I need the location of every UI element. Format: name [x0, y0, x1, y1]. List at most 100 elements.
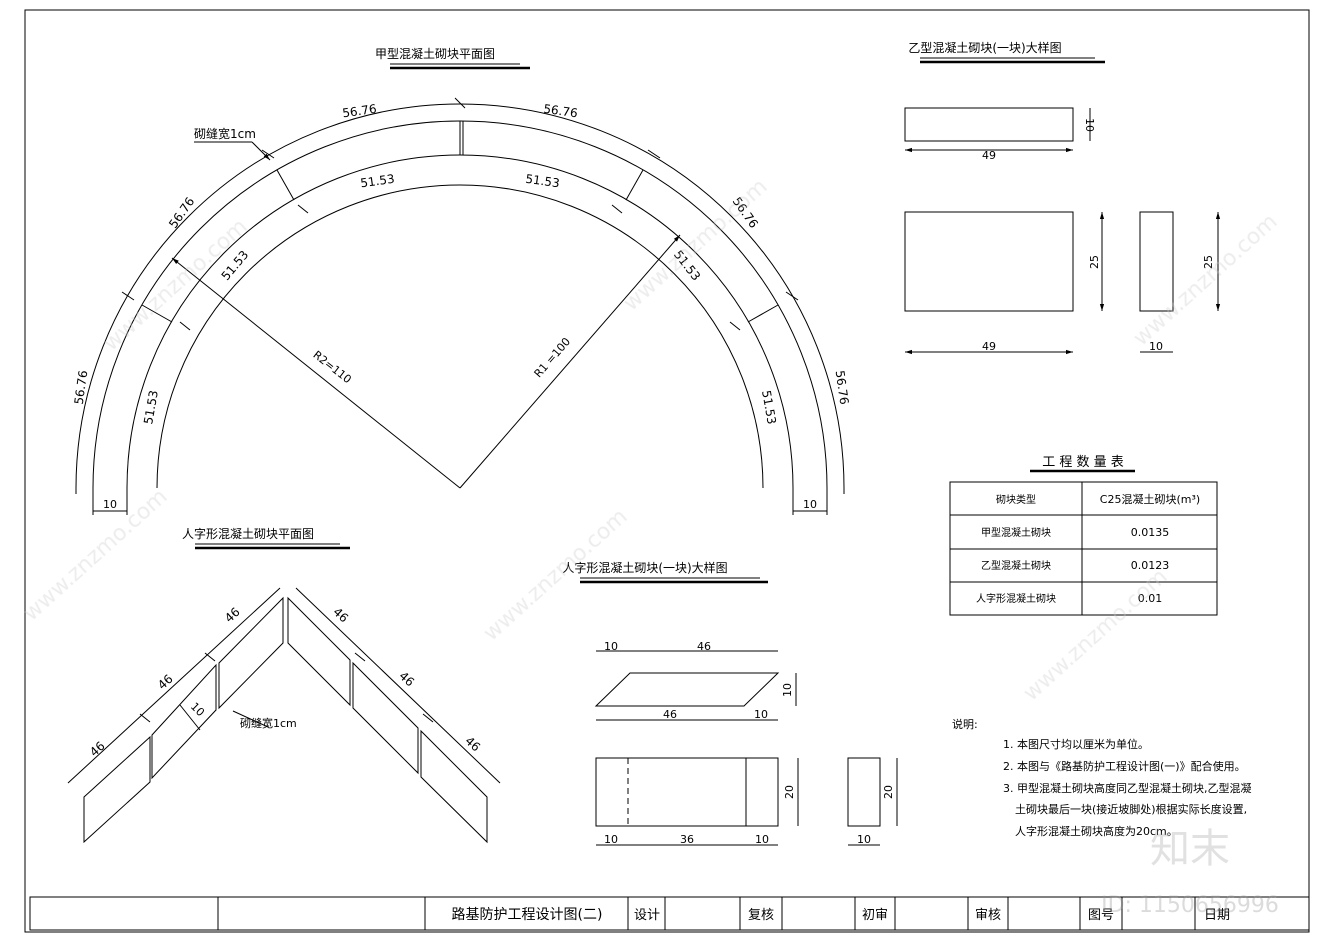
- arch-outer-label: 56.76: [833, 369, 852, 405]
- title-block-design: 设计: [634, 908, 660, 923]
- block-c-title: 人字形混凝土砌块(一块)大样图: [562, 560, 727, 575]
- block-b-detail: 乙型混凝土砌块(一块)大样图 49 10 49 25 25 10: [904, 40, 1221, 355]
- arch-joint: [625, 169, 644, 201]
- arch-dim-inner: [156, 184, 764, 489]
- arch-tick: [297, 204, 309, 214]
- title-block-drawing-no: 图号: [1088, 908, 1114, 923]
- watermark-id: ID: 1150656996: [1101, 893, 1279, 918]
- notes-line: 人字形混凝土砌块高度为20cm。: [1015, 824, 1178, 838]
- block-b-top-h: 10: [1083, 118, 1096, 132]
- title-block: 路基防护工程设计图(二) 设计 复核 初审 审核 图号 日期: [29, 896, 1310, 931]
- arch-inner-edge: [126, 154, 794, 489]
- title-block-date: 日期: [1204, 908, 1230, 923]
- chevron-seg-label: 46: [330, 605, 351, 626]
- block-b-title: 乙型混凝土砌块(一块)大样图: [908, 40, 1061, 55]
- chevron-plan: 人字形混凝土砌块平面图 46 46 46 46 46 46 10 砌缝宽1cm: [67, 526, 501, 844]
- arch-tick: [611, 204, 623, 214]
- chevron-tick: [204, 652, 216, 662]
- chevron-width-dim: [179, 704, 201, 731]
- quantity-table-cell-vol: 0.0123: [1131, 559, 1170, 572]
- title-block-initial-check: 初审: [862, 908, 888, 923]
- arch-joint: [276, 169, 295, 201]
- quantity-table-title: 工 程 数 量 表: [1042, 455, 1124, 470]
- quantity-table-cell-vol: 0.01: [1138, 592, 1163, 605]
- block-c-side-view: [847, 757, 881, 827]
- chevron-right-block: [352, 661, 419, 775]
- arch-tick: [454, 97, 466, 109]
- arch-inner-label: 51.53: [759, 389, 779, 425]
- block-b-side-w: 10: [1149, 340, 1163, 353]
- chevron-left-block: [151, 663, 217, 780]
- arch-dim-outer: [75, 103, 845, 489]
- block-b-front-h: 25: [1088, 255, 1101, 269]
- block-c-bottom-right: 10: [754, 708, 768, 721]
- watermark-brand: 知末: [1150, 826, 1230, 872]
- chevron-tick: [354, 652, 366, 662]
- block-c-top-right: 46: [697, 640, 711, 653]
- arch-tick: [785, 291, 799, 301]
- arch-joint-note: 砌缝宽1cm: [194, 126, 256, 141]
- arch-tick: [121, 291, 135, 301]
- watermark-site: www.znzmo.com: [19, 484, 173, 626]
- quantity-table-header-type: 砌块类型: [996, 493, 1036, 506]
- watermark-site: www.znzmo.com: [479, 504, 633, 646]
- block-c-bottom-mid: 46: [663, 708, 677, 721]
- watermark-site: www.znzmo.com: [1129, 209, 1283, 351]
- title-block-review: 复核: [748, 908, 774, 923]
- arch-inner-label: 51.53: [359, 172, 395, 191]
- block-c-side-w: 10: [857, 833, 871, 846]
- quantity-table-cell-type: 乙型混凝土砌块: [981, 559, 1051, 572]
- chevron-tick: [422, 713, 434, 723]
- notes-line: 1. 本图尺寸均以厘米为单位。: [1003, 737, 1149, 751]
- chevron-tick: [139, 713, 151, 723]
- arch-width-label: 10: [103, 498, 117, 511]
- chevron-width-label: 10: [188, 700, 207, 719]
- notes: 说明: 1. 本图尺寸均以厘米为单位。 2. 本图与《路基防护工程设计图(一)》…: [952, 717, 1252, 838]
- quantity-table-cell-vol: 0.0135: [1131, 526, 1170, 539]
- block-c-detail: 人字形混凝土砌块(一块)大样图 10 46 46 10 10 10 36 10 …: [562, 560, 898, 846]
- notes-heading: 说明:: [952, 717, 978, 731]
- chevron-seg-label: 46: [222, 605, 243, 626]
- quantity-table-cell-type: 甲型混凝土砌块: [981, 526, 1051, 539]
- arch-inner-label: 51.53: [141, 389, 161, 425]
- arch-width-label: 10: [803, 498, 817, 511]
- arch-inner-label: 51.53: [525, 172, 561, 191]
- chevron-seg-label: 46: [155, 672, 176, 693]
- chevron-seg-label: 46: [462, 734, 483, 755]
- arch-outer-edge: [92, 120, 828, 489]
- chevron-right-block: [420, 729, 488, 844]
- block-b-top-view: [904, 107, 1074, 142]
- title-block-audit: 审核: [975, 908, 1001, 923]
- quantity-table-header-vol: C25混凝土砌块(m³): [1100, 492, 1200, 506]
- arch-outer-label: 56.76: [543, 102, 579, 121]
- arch-radius-r2: [171, 257, 461, 489]
- chevron-right-block: [287, 596, 351, 707]
- drawing-frame: [24, 9, 1310, 933]
- notes-line: 3. 甲型混凝土砌块高度同乙型混凝土砌块,乙型混凝: [1003, 781, 1252, 795]
- watermark-site: www.znzmo.com: [1019, 564, 1173, 706]
- block-b-front-len: 49: [982, 340, 996, 353]
- block-b-front-view: [904, 211, 1074, 312]
- arch-r1-label: R1 =100: [532, 335, 574, 380]
- block-c-elevation: [595, 757, 779, 827]
- chevron-right-dim: [295, 587, 501, 784]
- block-c-top-view: [594, 672, 780, 707]
- arch-tick: [729, 321, 741, 331]
- quantity-table: 工 程 数 量 表 砌块类型 C25混凝土砌块(m³) 甲型混凝土砌块 0.01…: [949, 455, 1218, 616]
- arch-outer-label: 56.76: [341, 102, 377, 121]
- block-c-top-left: 10: [604, 640, 618, 653]
- block-c-elev-right: 10: [755, 833, 769, 846]
- arch-joint: [747, 304, 779, 323]
- arch-r2-label: R2=110: [310, 348, 353, 386]
- block-c-height: 10: [781, 683, 794, 697]
- block-c-elev-left: 10: [604, 833, 618, 846]
- watermark-site: www.znzmo.com: [99, 214, 253, 356]
- arch-radius-r1: [459, 234, 681, 489]
- chevron-title: 人字形混凝土砌块平面图: [182, 526, 314, 541]
- arch-tick: [179, 321, 191, 331]
- chevron-joint-note: 砌缝宽1cm: [240, 716, 297, 730]
- arch-tick: [647, 149, 661, 159]
- chevron-joint-leader: [232, 710, 269, 728]
- quantity-table-cell-type: 人字形混凝土砌块: [976, 592, 1056, 605]
